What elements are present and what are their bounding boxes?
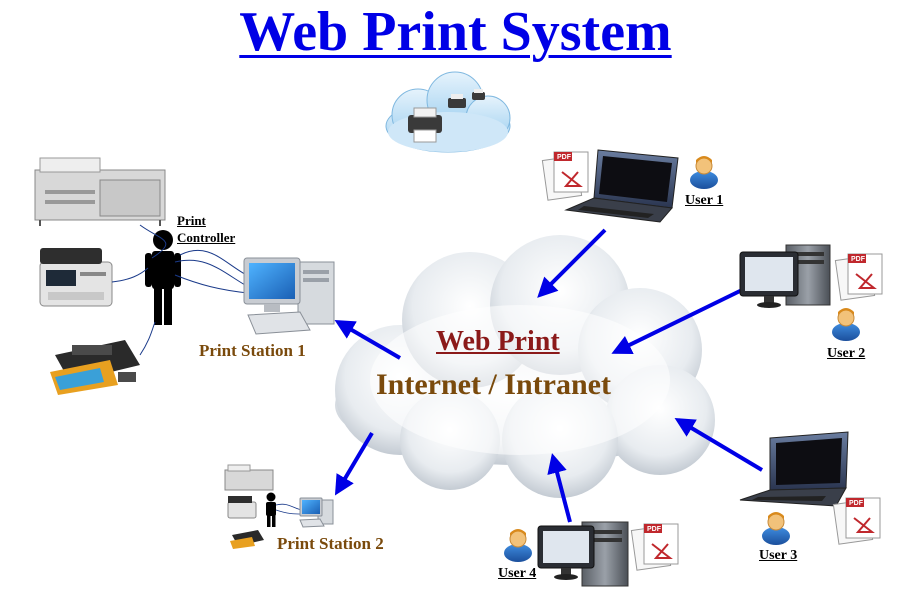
user1-laptop-icon	[564, 149, 679, 223]
user4-avatar-icon	[504, 529, 532, 562]
multifunction-printer-icon	[39, 248, 113, 307]
user3-laptop-icon	[739, 431, 849, 507]
user2-desktop-icon	[739, 244, 831, 308]
station1-cables	[111, 224, 253, 356]
print-controller-label-line1: Print	[177, 213, 206, 228]
page-title: Web Print System	[239, 1, 672, 63]
user-4-label: User 4	[498, 566, 537, 581]
station1-computer-icon	[243, 257, 335, 335]
user4-desktop-icon	[537, 521, 629, 587]
user-3-label: User 3	[759, 548, 798, 563]
cloud-label-internet-intranet: Internet / Intranet	[376, 368, 611, 401]
arrow-user4	[547, 453, 572, 523]
user2-avatar-icon	[832, 308, 860, 341]
station2-photo-printer-icon	[230, 530, 264, 549]
photo-printer-icon	[50, 340, 140, 395]
arrow-user2	[611, 288, 743, 354]
internet-cloud	[335, 235, 715, 498]
station2-copier-icon	[224, 464, 274, 491]
cloud-printer-icon	[385, 71, 511, 153]
copier-printer-icon	[34, 157, 166, 226]
svg-text:PDF: PDF	[851, 256, 866, 263]
station2-computer-icon	[299, 497, 334, 528]
cloud-label-web-print: Web Print	[436, 326, 560, 357]
svg-text:PDF: PDF	[849, 500, 864, 507]
svg-text:PDF: PDF	[557, 154, 572, 161]
print-station-1-label: Print Station 1	[199, 341, 306, 360]
user3-pdf-document-icon: PDF	[832, 497, 881, 545]
user2-pdf-document-icon: PDF	[834, 253, 883, 301]
user4-pdf-document-icon: PDF	[630, 523, 679, 571]
arrow-station2	[334, 431, 374, 496]
user1-avatar-icon	[690, 156, 718, 189]
user-1-label: User 1	[685, 193, 724, 208]
user1-pdf-document-icon: PDF	[541, 151, 589, 201]
station2-person-icon	[266, 492, 276, 527]
station2-multifunction-printer-icon	[227, 496, 257, 519]
print-controller-label: Print Controller	[177, 212, 235, 246]
station2-cables	[275, 503, 303, 515]
print-controller-label-line2: Controller	[177, 230, 236, 245]
print-controller-person-icon	[145, 230, 181, 325]
user-2-label: User 2	[827, 346, 866, 361]
connection-arrows	[334, 228, 764, 523]
user3-avatar-icon	[762, 512, 790, 545]
arrow-user3	[674, 417, 764, 472]
print-station-2-label: Print Station 2	[277, 534, 384, 553]
svg-text:PDF: PDF	[647, 526, 662, 533]
arrow-station1	[334, 319, 402, 360]
arrow-user1	[537, 228, 607, 298]
